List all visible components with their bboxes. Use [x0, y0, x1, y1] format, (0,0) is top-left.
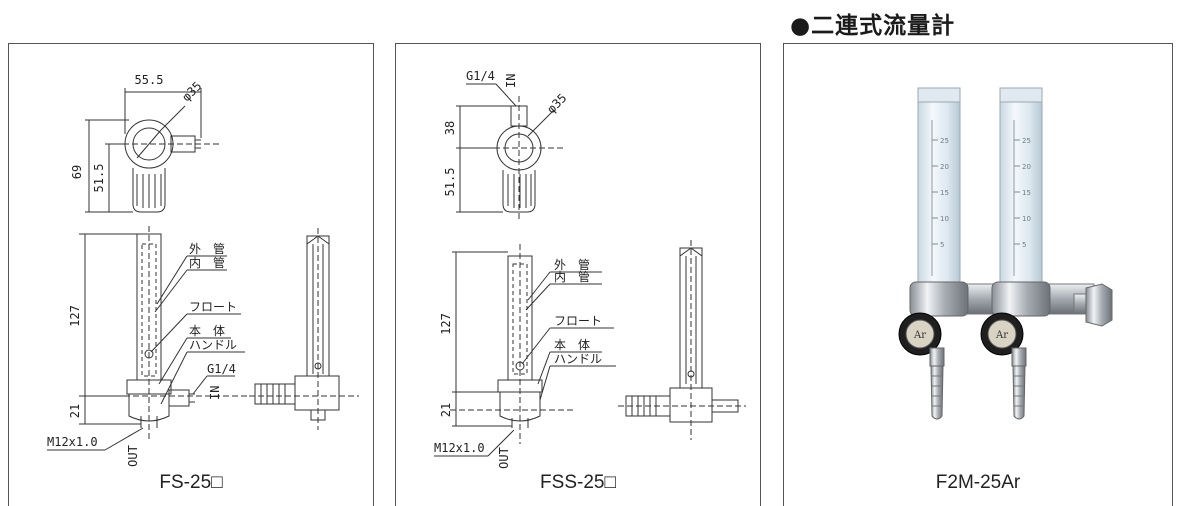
- label-outer-tube: 外 管: [189, 241, 225, 256]
- label-inlet: IN: [504, 74, 518, 88]
- label-outer-tube: 外 管: [554, 257, 590, 272]
- side-view-handle: [625, 395, 671, 417]
- left-outlet-nipple: [930, 365, 944, 420]
- top-view-inner-circle: [504, 133, 534, 163]
- label-outlet: OUT: [126, 445, 140, 467]
- fs25-technical-drawing: 55.5 φ35 69 51.5 127 21 外 管 内 管 フロート 本 体…: [47, 73, 359, 467]
- right-outlet-nipple: [1012, 365, 1026, 420]
- right-scale-mark-20: 20: [1022, 163, 1031, 171]
- fss25-technical-drawing: G1/4 IN φ35 38 51.5 127 21 外 管 内 管 フロート …: [434, 69, 746, 469]
- label-outlet: OUT: [497, 447, 511, 469]
- label-body: 本 体: [554, 338, 590, 352]
- dim-lower-height: 51.5: [443, 168, 457, 197]
- panel-caption-fss25: FSS-25□: [540, 472, 616, 493]
- drawing-panel-fs25: 55.5 φ35 69 51.5 127 21 外 管 内 管 フロート 本 体…: [8, 43, 374, 506]
- label-inner-tube: 内 管: [189, 255, 225, 270]
- dim-diameter: φ35: [544, 91, 569, 116]
- label-handle: ハンドル: [554, 352, 602, 366]
- dim-upper-height: 38: [443, 121, 457, 135]
- right-scale-mark-10: 10: [1022, 215, 1031, 223]
- label-body: 本 体: [189, 324, 225, 338]
- dim-width: 55.5: [135, 73, 164, 87]
- label-outlet-thread: M12x1.0: [47, 435, 98, 449]
- left-flow-tube: [917, 87, 961, 287]
- dim-lower-height: 51.5: [92, 164, 106, 193]
- dim-total-height: 69: [70, 165, 84, 179]
- right-valve-body: [991, 281, 1051, 317]
- side-view-handle: [254, 383, 296, 405]
- left-scale-mark-5: 5: [940, 241, 944, 249]
- side-view-body: [294, 375, 340, 411]
- label-inlet-thread: G1/4: [207, 362, 236, 376]
- dim-base-height: 21: [439, 403, 453, 417]
- left-valve-body: [909, 281, 969, 317]
- label-float: フロート: [189, 300, 237, 314]
- label-inlet: IN: [208, 386, 222, 400]
- left-scale-mark-20: 20: [940, 163, 949, 171]
- dim-base-height: 21: [68, 404, 82, 418]
- left-scale-mark-25: 25: [940, 137, 949, 145]
- inlet-nut: [1085, 283, 1113, 327]
- drawing-panel-fss25: G1/4 IN φ35 38 51.5 127 21 外 管 内 管 フロート …: [395, 43, 761, 506]
- top-view-handle: [132, 168, 166, 213]
- label-handle: ハンドル: [189, 338, 237, 352]
- left-scale-mark-15: 15: [940, 189, 949, 197]
- label-float: フロート: [554, 314, 602, 328]
- label-inlet-thread: G1/4: [466, 69, 495, 83]
- photo-panel-f2m25ar: 25 20 15 10 5 25 20 15 10 5 Ar Ar F2M-25…: [783, 43, 1173, 506]
- left-knob-label: Ar: [913, 330, 926, 341]
- dim-tube-height: 127: [68, 305, 82, 327]
- top-view-handle: [502, 170, 536, 213]
- section-heading: ●二連式流量計: [790, 13, 956, 39]
- right-flow-tube: [999, 87, 1043, 287]
- label-inner-tube: 内 管: [554, 269, 590, 284]
- dim-tube-height: 127: [439, 313, 453, 335]
- panel-caption-f2m25ar: F2M-25Ar: [935, 472, 1021, 493]
- right-knob-label: Ar: [995, 330, 1008, 341]
- right-scale-mark-5: 5: [1022, 241, 1026, 249]
- label-outlet-thread: M12x1.0: [434, 441, 485, 455]
- left-scale-mark-10: 10: [940, 215, 949, 223]
- dual-flowmeter-photo: 25 20 15 10 5 25 20 15 10 5 Ar Ar: [898, 87, 1113, 420]
- panel-caption-fs25: FS-25□: [159, 472, 223, 493]
- right-scale-mark-25: 25: [1022, 137, 1031, 145]
- right-scale-mark-15: 15: [1022, 189, 1031, 197]
